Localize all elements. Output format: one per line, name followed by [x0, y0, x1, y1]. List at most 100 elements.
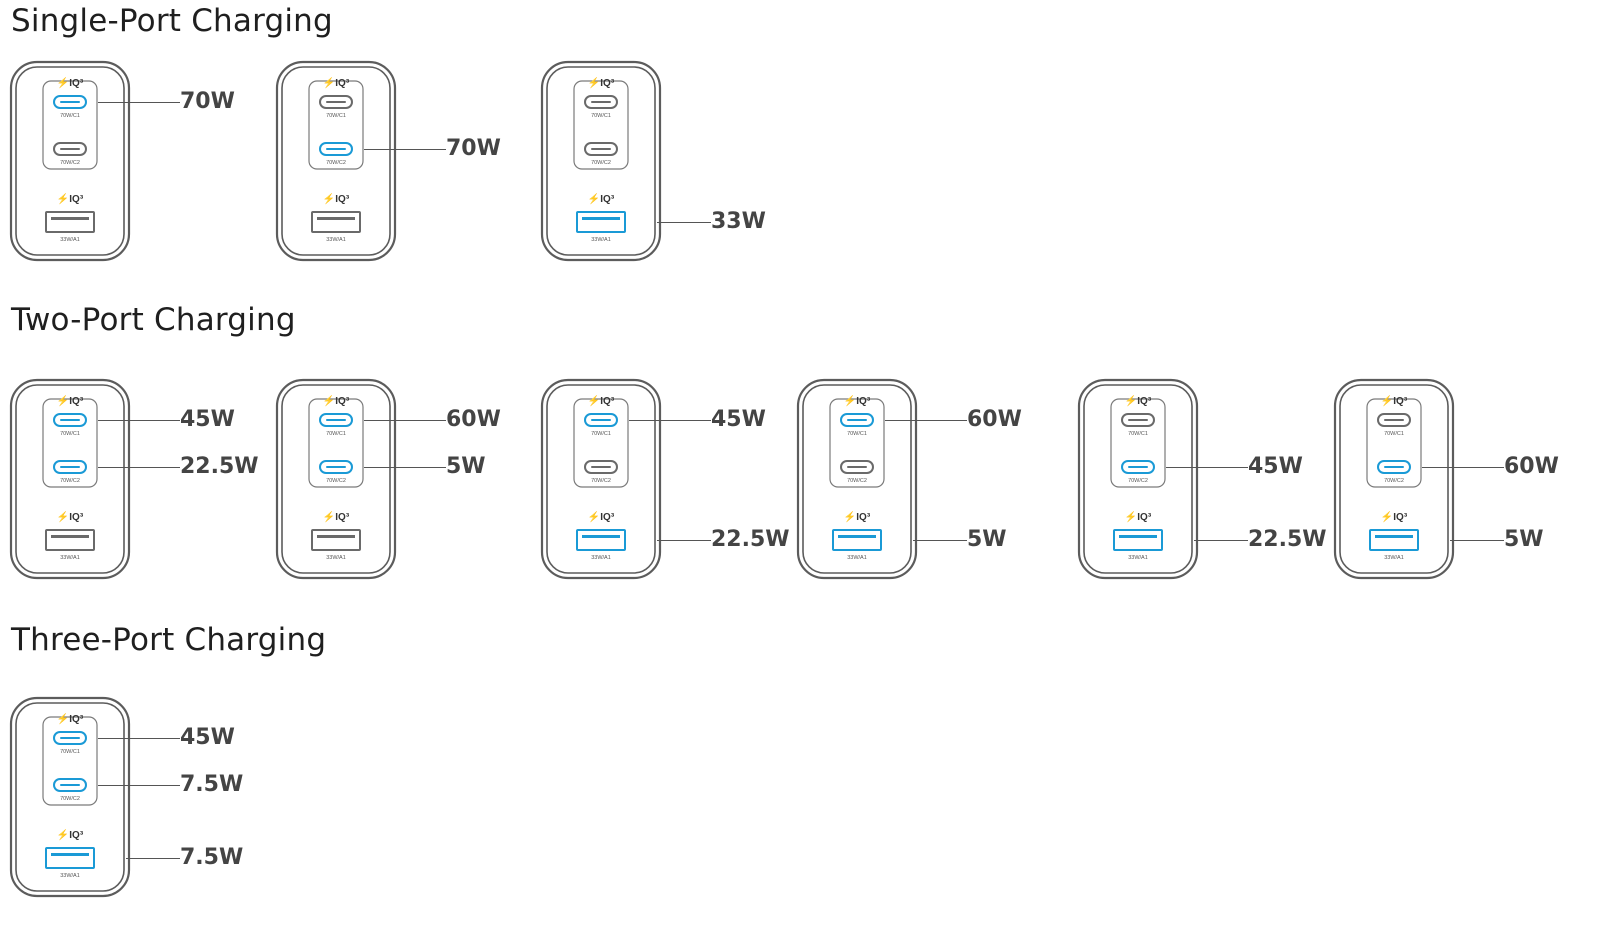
usb-c-port-c1	[53, 95, 87, 109]
usb-a-port-a1	[1113, 529, 1163, 551]
wattage-c2: 60W	[1504, 454, 1559, 479]
port-label-a1: 33W/A1	[1128, 555, 1148, 561]
usb-c-port-c2	[584, 142, 618, 156]
wattage-c2: 22.5W	[180, 454, 259, 479]
usb-a-port-a1	[45, 211, 95, 233]
usb-c-port-c1	[584, 413, 618, 427]
charger-shell-inner	[15, 66, 125, 256]
port-label-c1: 70W/C1	[326, 431, 346, 437]
port-label-c2: 70W/C2	[60, 478, 80, 484]
leader-line-c1	[98, 102, 180, 103]
port-label-c2: 70W/C2	[326, 160, 346, 166]
usb-c-port-c2	[1377, 460, 1411, 474]
usb-c-port-c2	[53, 778, 87, 792]
port-label-c2: 70W/C2	[1128, 478, 1148, 484]
port-label-c1: 70W/C1	[847, 431, 867, 437]
leader-line-a1	[1194, 540, 1248, 541]
iq-logo-icon: ⚡IQ³	[322, 396, 350, 407]
charger-shell-inner	[281, 384, 391, 574]
iq-logo-icon: ⚡IQ³	[587, 194, 615, 205]
wattage-a1: 5W	[1504, 527, 1544, 552]
charger-shell-inner	[15, 702, 125, 892]
section-title-single-port-charging: Single-Port Charging	[11, 3, 333, 39]
usb-c-port-c2	[319, 460, 353, 474]
leader-line-c2	[1422, 467, 1504, 468]
port-label-c2: 70W/C2	[60, 160, 80, 166]
leader-line-c2	[1166, 467, 1248, 468]
wattage-c1: 45W	[180, 407, 235, 432]
usb-a-port-a1	[311, 529, 361, 551]
charger-shell-inner	[1339, 384, 1449, 574]
iq-logo-icon: ⚡IQ³	[56, 714, 84, 725]
iq-logo-icon: ⚡IQ³	[843, 512, 871, 523]
wattage-c2: 7.5W	[180, 772, 244, 797]
usb-c-port-c1	[1377, 413, 1411, 427]
charger-shell	[540, 60, 662, 262]
port-label-a1: 33W/A1	[1384, 555, 1404, 561]
wattage-c1: 60W	[967, 407, 1022, 432]
iq-logo-icon: ⚡IQ³	[1380, 396, 1408, 407]
wattage-c1: 70W	[180, 89, 235, 114]
charger-shell	[796, 378, 918, 580]
port-label-c1: 70W/C1	[326, 113, 346, 119]
iq-logo-icon: ⚡IQ³	[56, 78, 84, 89]
usb-c-port-c1	[1121, 413, 1155, 427]
leader-line-c1	[629, 420, 711, 421]
usb-c-port-c2	[1121, 460, 1155, 474]
usb-a-port-a1	[832, 529, 882, 551]
charger-shell-inner	[802, 384, 912, 574]
charger-shell	[1077, 378, 1199, 580]
charger-shell	[275, 378, 397, 580]
charger-shell	[1333, 378, 1455, 580]
leader-line-c1	[98, 420, 180, 421]
port-label-c1: 70W/C1	[1128, 431, 1148, 437]
leader-line-c1	[364, 420, 446, 421]
iq-logo-icon: ⚡IQ³	[322, 194, 350, 205]
charger-shell	[9, 60, 131, 262]
wattage-c2: 70W	[446, 136, 501, 161]
leader-line-a1	[126, 858, 180, 859]
iq-logo-icon: ⚡IQ³	[1380, 512, 1408, 523]
port-label-c1: 70W/C1	[60, 749, 80, 755]
port-label-c2: 70W/C2	[591, 160, 611, 166]
usb-a-port-a1	[45, 847, 95, 869]
usb-c-port-c1	[584, 95, 618, 109]
wattage-c2: 5W	[446, 454, 486, 479]
iq-logo-icon: ⚡IQ³	[56, 830, 84, 841]
iq-logo-icon: ⚡IQ³	[56, 396, 84, 407]
port-label-c1: 70W/C1	[60, 113, 80, 119]
wattage-a1: 22.5W	[711, 527, 790, 552]
port-label-c2: 70W/C2	[326, 478, 346, 484]
port-label-a1: 33W/A1	[591, 237, 611, 243]
port-label-a1: 33W/A1	[591, 555, 611, 561]
leader-line-c2	[364, 467, 446, 468]
charger-shell-inner	[281, 66, 391, 256]
charger-shell	[9, 378, 131, 580]
section-title-two-port-charging: Two-Port Charging	[11, 302, 296, 338]
charger-shell-inner	[1083, 384, 1193, 574]
port-label-c1: 70W/C1	[591, 431, 611, 437]
charger-shell	[540, 378, 662, 580]
leader-line-c2	[98, 467, 180, 468]
leader-line-a1	[1450, 540, 1504, 541]
usb-c-port-c2	[840, 460, 874, 474]
leader-line-a1	[657, 540, 711, 541]
wattage-a1: 5W	[967, 527, 1007, 552]
port-label-a1: 33W/A1	[60, 555, 80, 561]
port-label-c2: 70W/C2	[60, 796, 80, 802]
iq-logo-icon: ⚡IQ³	[587, 396, 615, 407]
iq-logo-icon: ⚡IQ³	[56, 512, 84, 523]
port-label-a1: 33W/A1	[60, 237, 80, 243]
charger-shell	[275, 60, 397, 262]
charger-shell-inner	[15, 384, 125, 574]
port-label-c2: 70W/C2	[591, 478, 611, 484]
leader-line-a1	[913, 540, 967, 541]
